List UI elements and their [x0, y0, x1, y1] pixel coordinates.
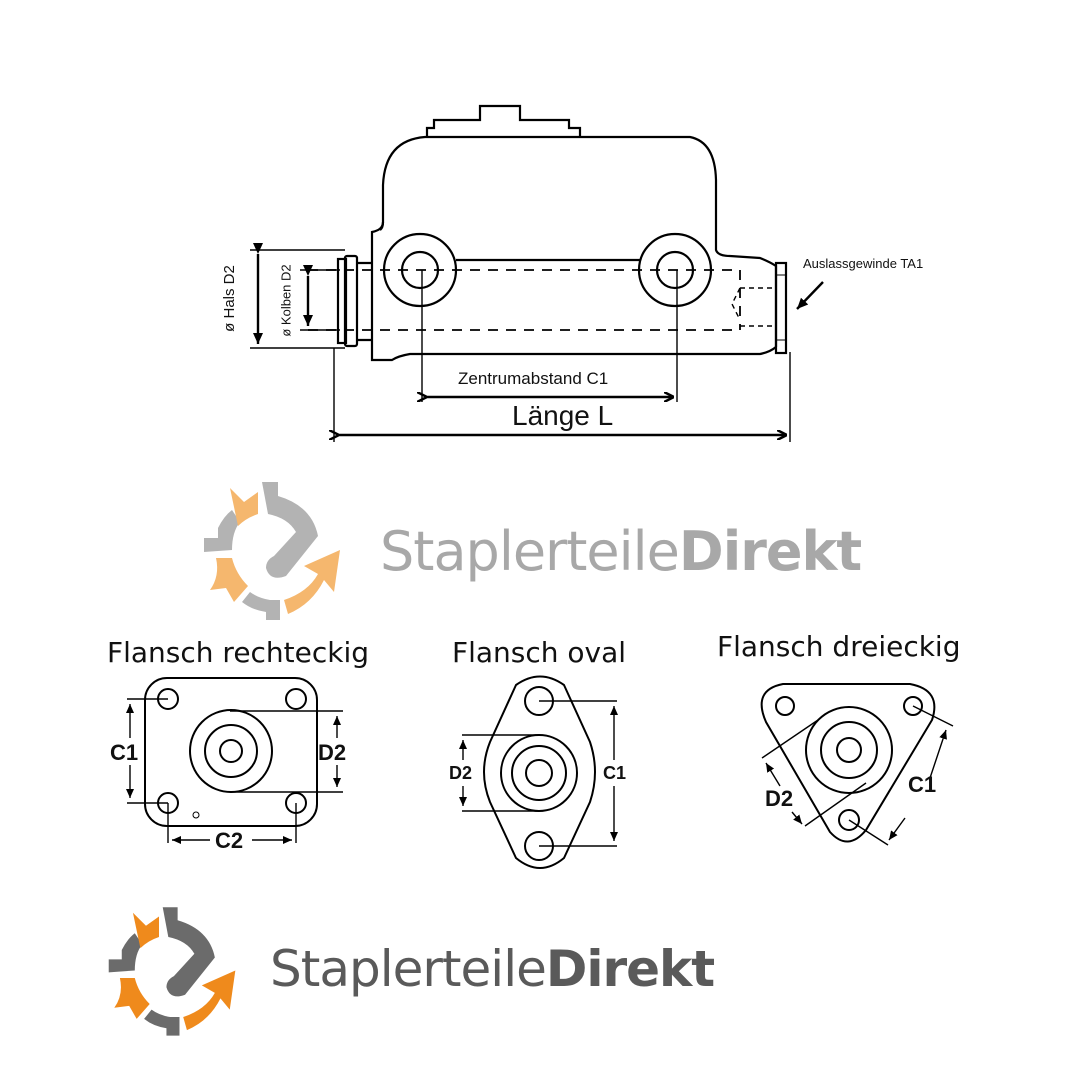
logo-bottom-name-light: Staplerteile [270, 940, 547, 998]
flange-drawings [126, 675, 954, 869]
rect-c1-label: C1 [110, 740, 139, 765]
rect-d2-label: D2 [318, 740, 347, 765]
logo-top-name-light: Staplerteile [380, 520, 680, 583]
length-label: Länge L [512, 400, 614, 431]
logo-top-wordmark: StaplerteileDirekt [380, 520, 862, 583]
logo-bottom-name-bold: Direkt [545, 940, 715, 998]
oval-c1-label: C1 [603, 763, 627, 783]
logo-bottom-icon [108, 907, 236, 1036]
logo-top-name-bold: Direkt [678, 520, 862, 583]
oval-d2-label: D2 [449, 763, 473, 783]
outlet-thread-label: Auslassgewinde TA1 [803, 256, 924, 271]
flange-oval-title: Flansch oval [452, 636, 627, 669]
logo-top-icon [204, 482, 340, 620]
tri-d2-label: D2 [765, 786, 794, 811]
flange-rect-title: Flansch rechteckig [107, 636, 370, 669]
center-distance-label: Zentrumabstand C1 [458, 369, 609, 388]
tri-c1-label: C1 [908, 772, 937, 797]
flange-tri-title: Flansch dreieckig [717, 630, 961, 663]
master-cylinder-drawing [250, 104, 824, 442]
rect-c2-label: C2 [215, 828, 244, 853]
logo-bottom-wordmark: StaplerteileDirekt [270, 940, 715, 998]
